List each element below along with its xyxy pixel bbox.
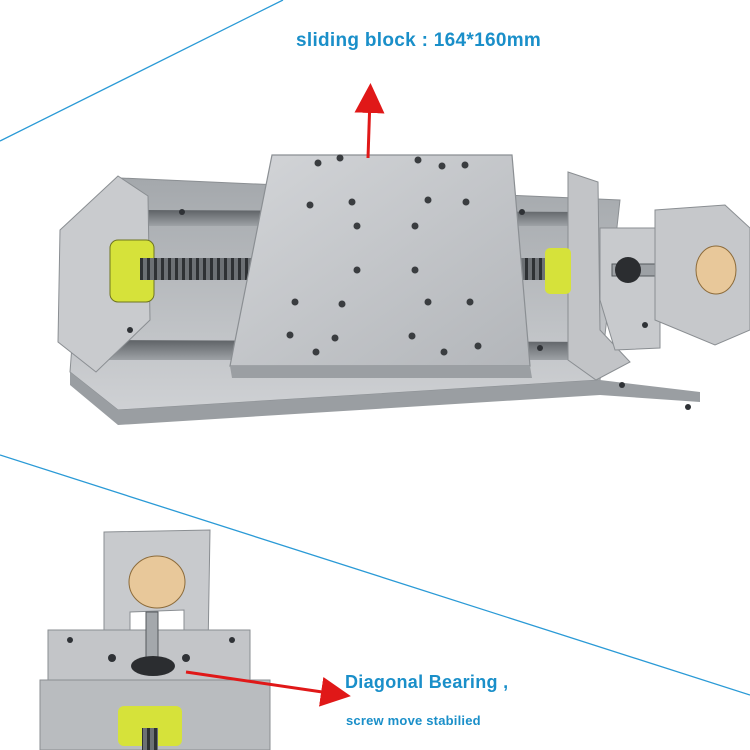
divider-line-middle [0, 454, 750, 696]
bracket-bore-wood [695, 245, 737, 295]
mounting-holes [286, 154, 482, 356]
divider-line-top [0, 0, 284, 142]
linear-slide-stage [57, 154, 750, 425]
sliding-block-caption: sliding block : 164*160mm [296, 30, 542, 51]
detail-screws [67, 637, 235, 662]
diagonal-bearing-caption: Diagonal Bearing , [345, 672, 509, 692]
left-end-plate [57, 175, 151, 373]
bearing-detail-photo [39, 529, 271, 750]
detail-coupling-nut [131, 656, 175, 676]
base-screws [127, 209, 691, 410]
motor-mount-plate [599, 227, 661, 351]
detail-bracket-bore-wood [128, 555, 186, 609]
yellow-bearing-block-right [545, 248, 571, 294]
red-arrow-icon [354, 83, 385, 159]
detail-yellow-bearing-block [118, 706, 182, 746]
coupling-nut [615, 257, 641, 283]
sliding-block-plate [229, 154, 531, 367]
detail-screw-thread [142, 728, 158, 750]
sliding-block-edge [230, 366, 532, 378]
slide-base-front-face [70, 372, 700, 425]
right-end-plate [567, 171, 631, 381]
screw-note-caption: screw move stabilied [346, 713, 481, 728]
red-arrow-bearing-icon [185, 670, 351, 707]
